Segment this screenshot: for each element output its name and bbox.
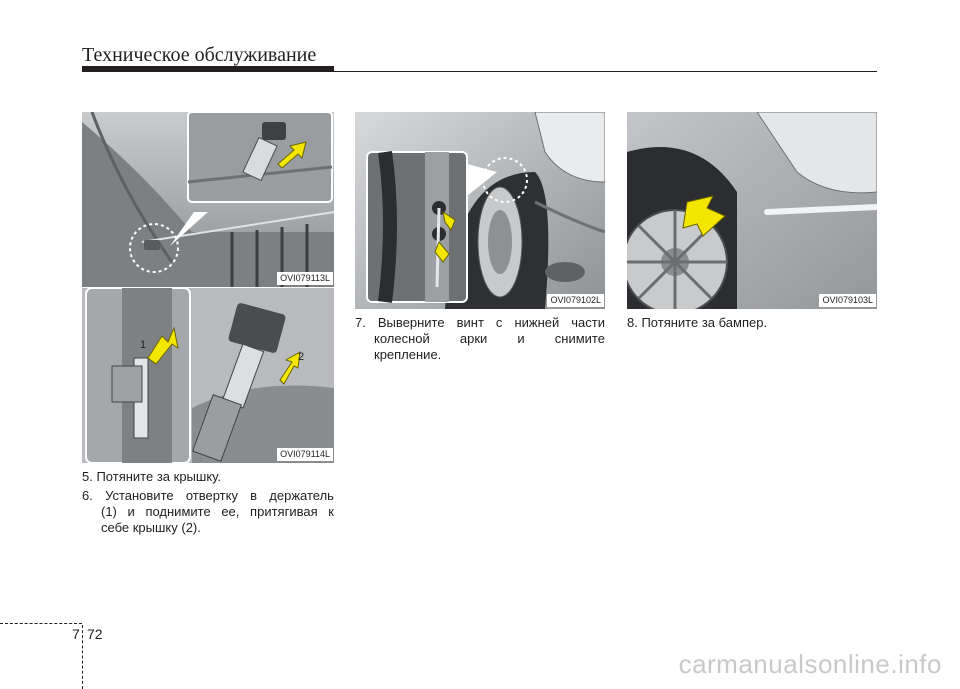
- figure-1-illustration: [82, 112, 334, 287]
- figure-screwdriver-lift-cap: 1 2 OVI079114L: [82, 288, 334, 463]
- header-rule-thin: [334, 71, 877, 72]
- figure-code: OVI079103L: [819, 294, 876, 307]
- figure-3-illustration: [355, 112, 605, 309]
- callout-2: 2: [298, 351, 305, 363]
- figure-pull-bumper: OVI079103L: [627, 112, 877, 309]
- step-5: 5. Потяните за крышку.: [82, 469, 221, 484]
- figure-code: OVI079114L: [277, 448, 333, 461]
- steps-col3: 8. Потяните за бампер.: [627, 315, 877, 331]
- page-number: 72: [87, 626, 103, 642]
- section-number: 7: [72, 626, 80, 642]
- page-title: Техническое обслуживание: [82, 44, 317, 66]
- figure-4-illustration: [627, 112, 877, 309]
- header-rule-thick: [82, 66, 334, 72]
- step-8: 8. Потяните за бампер.: [627, 315, 768, 330]
- watermark: carmanualsonline.info: [678, 649, 942, 679]
- step-6-line-3: себе крышку (2).: [101, 520, 201, 535]
- figure-2-illustration: [82, 288, 334, 463]
- figure-wheel-arch-screw: OVI079102L: [355, 112, 605, 309]
- callout-1: 1: [140, 339, 147, 351]
- footer-divider: [82, 625, 83, 689]
- footer-rule: [0, 623, 82, 624]
- step-7-line-3: крепление.: [374, 347, 442, 362]
- figure-code: OVI079102L: [547, 294, 604, 307]
- figure-headlamp-washer-cap: OVI079113L: [82, 112, 334, 287]
- figure-code: OVI079113L: [277, 272, 333, 285]
